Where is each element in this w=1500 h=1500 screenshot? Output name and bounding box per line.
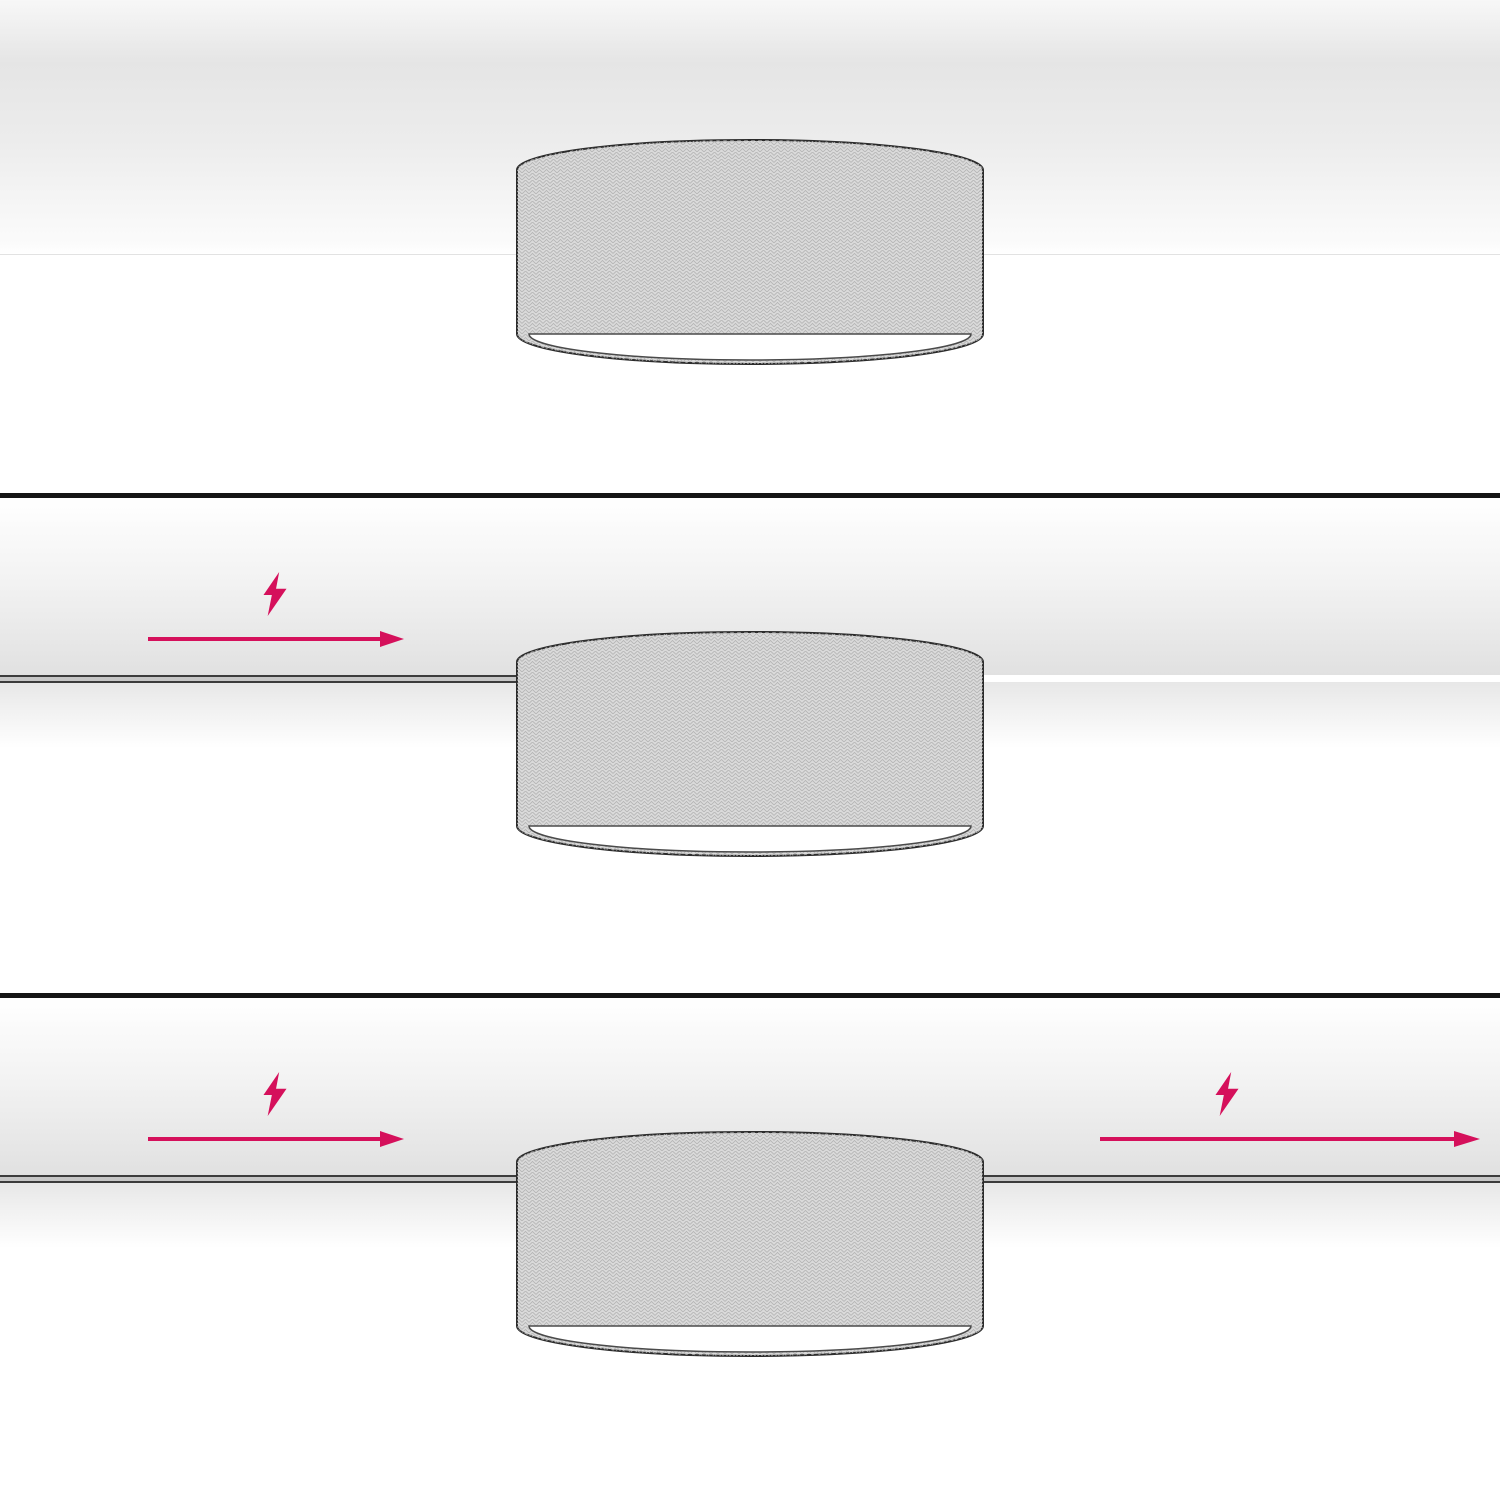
panel-ceiling-lamp-plain [0,0,1500,493]
section-divider [0,493,1500,498]
power-flow-indicator-left [148,1072,404,1150]
lightning-bolt-icon [1215,1072,1239,1116]
power-cable-right [982,1175,1500,1183]
power-flow-indicator-left [148,572,404,650]
arrow-right-icon [148,1131,404,1147]
lightning-bolt-icon [263,1072,287,1116]
drum-lampshade [516,1131,984,1357]
drum-lampshade [516,139,984,365]
arrow-right-icon [1100,1131,1480,1147]
drum-lampshade [516,631,984,857]
panel-ceiling-lamp-power-feed-left [0,498,1500,993]
arrow-right-icon [148,631,404,647]
lightning-bolt-icon [263,572,287,616]
power-cable-left [0,675,518,683]
panel-ceiling-lamp-pass-through [0,998,1500,1500]
power-flow-indicator-right [1100,1072,1480,1150]
power-cable-left [0,1175,518,1183]
section-divider [0,993,1500,998]
